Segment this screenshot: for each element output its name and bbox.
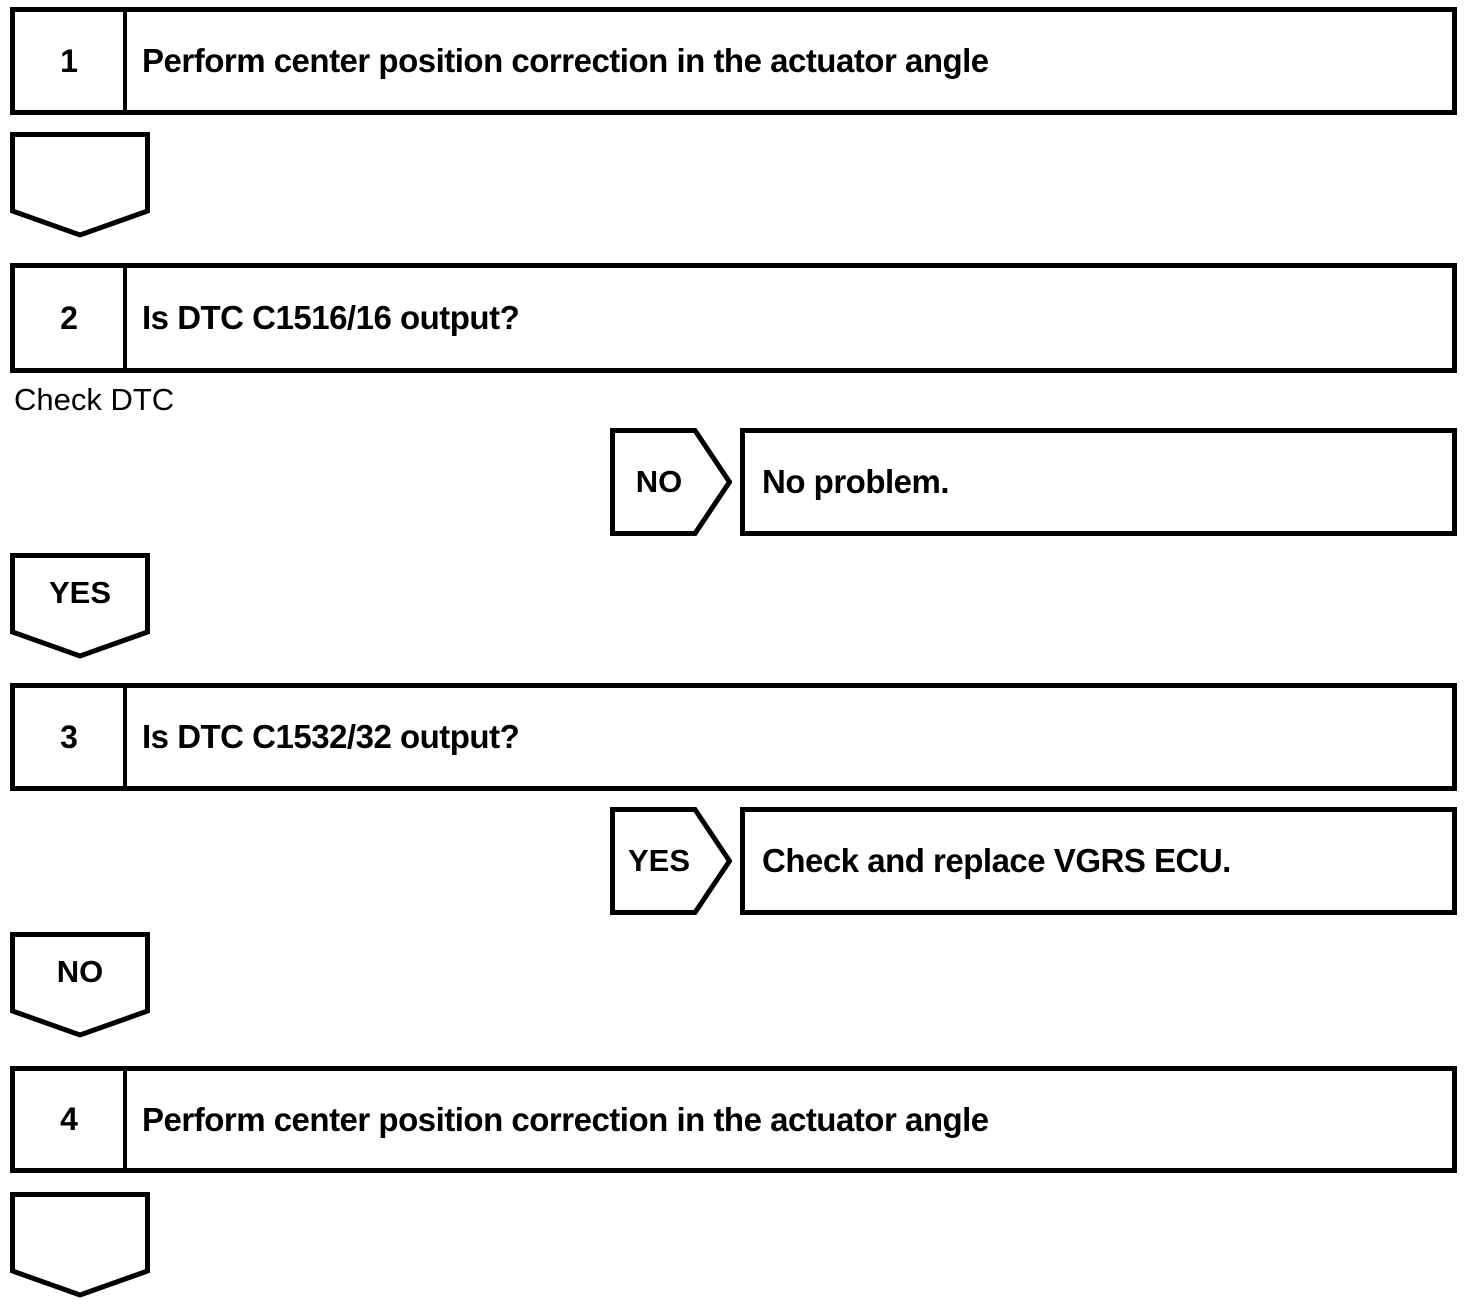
result-box-replace-vgrs-ecu: Check and replace VGRS ECU. [740,807,1457,915]
step-4-number: 4 [15,1071,127,1168]
step-1-title: Perform center position correction in th… [142,42,989,79]
step-3-title: Is DTC C1532/32 output? [142,718,520,755]
note-check-dtc: Check DTC [14,382,175,417]
step-4-box: 4 Perform center position correction in … [10,1066,1457,1173]
connector-step-3-no-label: NO [56,954,104,989]
connector-after-step-1 [10,132,150,238]
result-box-no-problem: No problem. [740,428,1457,536]
right-arrow-icon [610,428,732,536]
step-3-box: 3 Is DTC C1532/32 output? [10,683,1457,791]
connector-step-3-no: NO [10,932,150,1038]
branch-step-3-yes-arrow: YES [610,807,732,915]
connector-step-2-yes-label: YES [48,575,112,610]
down-arrow-icon [10,1192,150,1298]
connector-step-2-yes: YES [10,553,150,659]
step-3-number: 3 [15,688,127,786]
down-arrow-icon [10,553,150,659]
step-2-box: 2 Is DTC C1516/16 output? [10,263,1457,373]
right-arrow-icon [610,807,732,915]
branch-step-2-no-arrow: NO [610,428,732,536]
down-arrow-icon [10,932,150,1038]
branch-step-3-yes-label: YES [627,843,691,878]
step-1-number: 1 [15,12,127,110]
step-4-title: Perform center position correction in th… [142,1100,989,1138]
branch-step-2-no-label: NO [635,464,683,499]
down-arrow-icon [10,132,150,238]
step-1-box: 1 Perform center position correction in … [10,7,1457,115]
connector-after-step-4 [10,1192,150,1298]
step-2-title: Is DTC C1516/16 output? [142,299,520,336]
step-2-number: 2 [15,268,127,368]
